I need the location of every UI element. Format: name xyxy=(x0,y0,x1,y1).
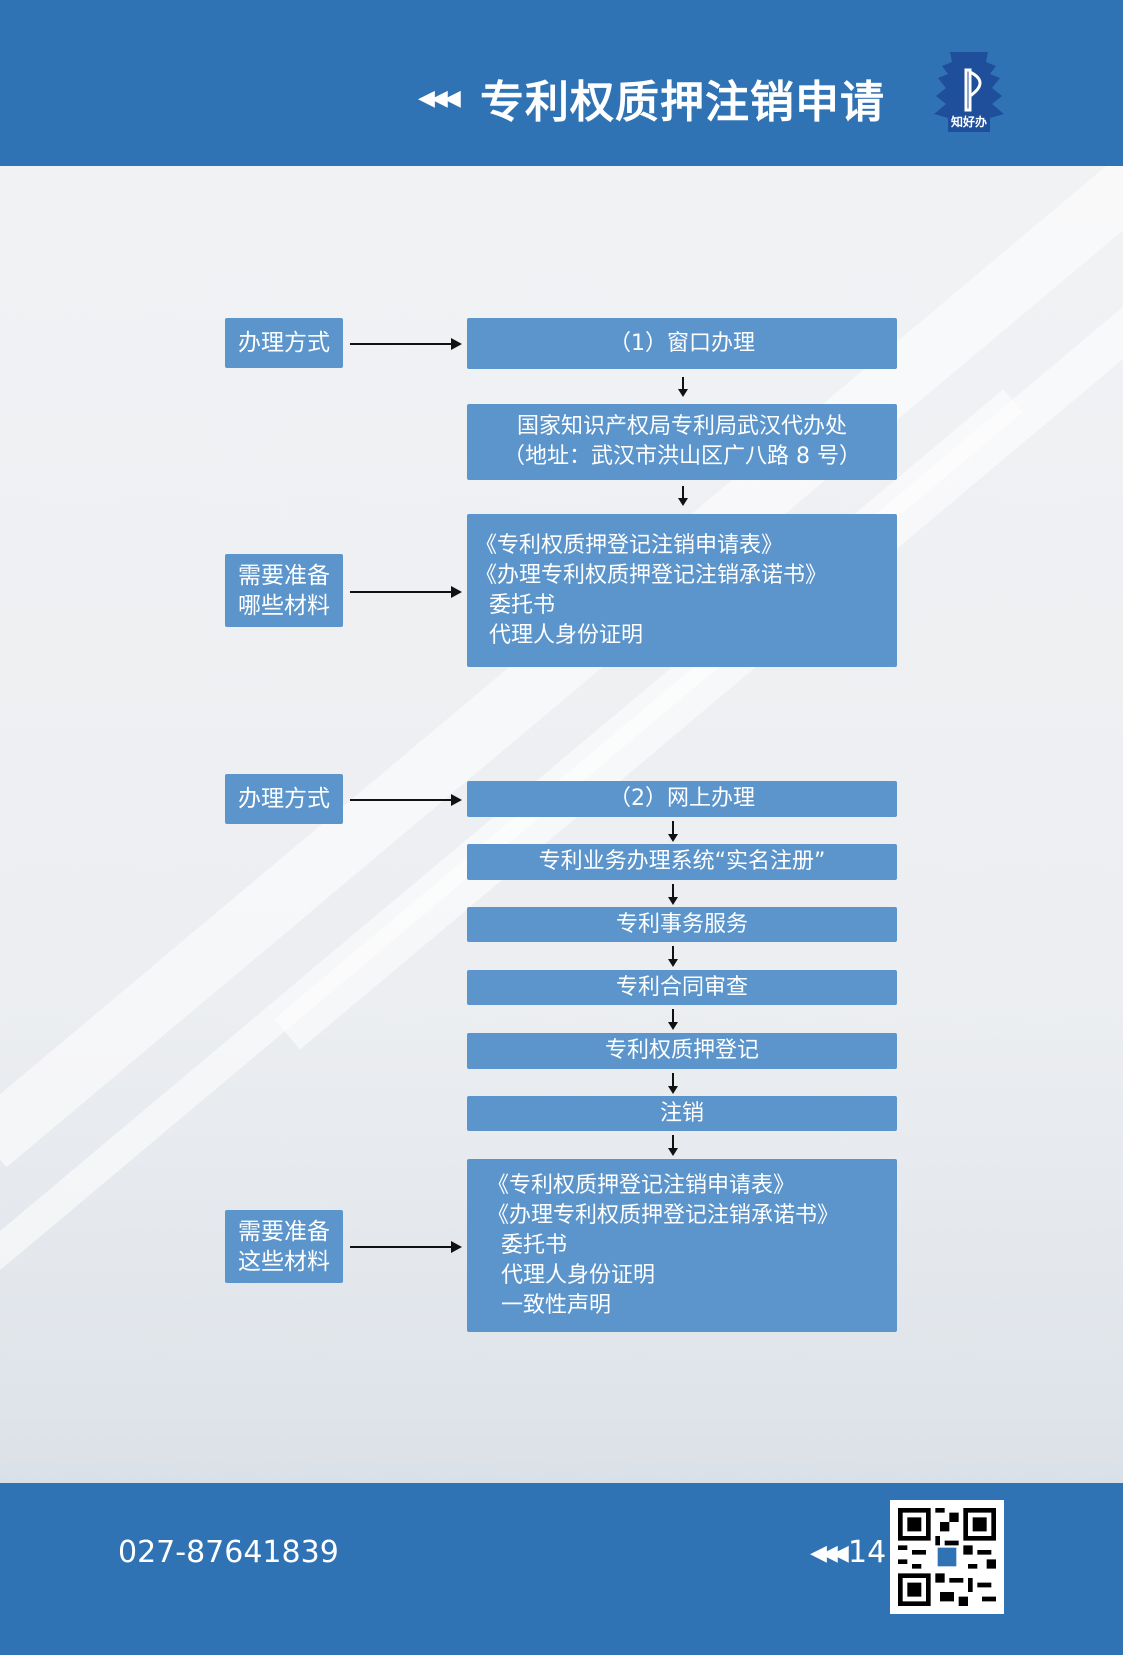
material-item: 一致性声明 xyxy=(487,1292,611,1318)
page-title: 专利权质押注销申请 xyxy=(480,77,885,128)
page-number: 14 xyxy=(848,1535,887,1570)
office-address-line: （地址：武汉市洪山区广八路 8 号） xyxy=(503,444,861,469)
step-3: 专利合同审查 xyxy=(467,970,897,1005)
material-item: 《办理专利权质押登记注销承诺书》 xyxy=(487,1202,840,1228)
qr-code-icon xyxy=(898,1508,996,1606)
materials-list-2: 《专利权质押登记注销申请表》 《办理专利权质押登记注销承诺书》 委托书 代理人身… xyxy=(467,1159,897,1332)
triple-left-arrow-icon: ◀◀◀ xyxy=(418,86,461,111)
footer: 027-87641839 ◀◀◀ 14 xyxy=(0,1483,1123,1655)
material-item: 委托书 xyxy=(475,592,555,618)
material-item: 《办理专利权质押登记注销承诺书》 xyxy=(475,562,828,588)
label-line: 哪些材料 xyxy=(238,592,330,619)
arrow-down-icon xyxy=(668,884,678,905)
method-label-1: 办理方式 xyxy=(225,318,343,368)
step-1: 专利业务办理系统“实名注册” xyxy=(467,844,897,880)
phone-number: 027-87641839 xyxy=(118,1535,339,1570)
material-item: 委托书 xyxy=(487,1232,567,1258)
materials-list-1: 《专利权质押登记注销申请表》 《办理专利权质押登记注销承诺书》 委托书 代理人身… xyxy=(467,514,897,667)
material-item: 《专利权质押登记注销申请表》 xyxy=(487,1172,796,1198)
label-line: 需要准备 xyxy=(238,562,330,589)
arrow-down-icon xyxy=(668,1009,678,1030)
method-label-2: 办理方式 xyxy=(225,774,343,824)
rewind-icon: ◀◀◀ xyxy=(810,1541,849,1566)
svg-text:知好办: 知好办 xyxy=(950,114,987,129)
arrow-down-icon xyxy=(678,486,688,506)
arrow-right-icon xyxy=(350,1241,462,1253)
arrow-right-icon xyxy=(350,794,462,806)
material-item: 代理人身份证明 xyxy=(487,1262,655,1288)
arrow-down-icon xyxy=(668,821,678,842)
arrow-down-icon xyxy=(668,1135,678,1156)
materials-label-2: 需要准备 这些材料 xyxy=(225,1210,343,1283)
office-address: 国家知识产权局专利局武汉代办处 （地址：武汉市洪山区广八路 8 号） xyxy=(467,404,897,480)
arrow-right-icon xyxy=(350,338,462,350)
qr-code xyxy=(890,1500,1004,1614)
materials-label-1: 需要准备 哪些材料 xyxy=(225,554,343,627)
logo-icon: 知好办 xyxy=(934,52,1004,132)
step-2: 专利事务服务 xyxy=(467,907,897,942)
arrow-right-icon xyxy=(350,586,462,598)
method-online: （2）网上办理 xyxy=(467,781,897,817)
material-item: 《专利权质押登记注销申请表》 xyxy=(475,532,784,558)
office-name: 国家知识产权局专利局武汉代办处 xyxy=(516,414,847,439)
material-item: 代理人身份证明 xyxy=(475,622,643,648)
arrow-down-icon xyxy=(678,377,688,397)
label-line: 需要准备 xyxy=(238,1218,330,1245)
header: ◀◀◀ 专利权质押注销申请 知好办 xyxy=(0,0,1123,166)
arrow-down-icon xyxy=(668,946,678,967)
step-4: 专利权质押登记 xyxy=(467,1033,897,1069)
arrow-down-icon xyxy=(668,1073,678,1094)
method-window: （1）窗口办理 xyxy=(467,318,897,369)
step-5: 注销 xyxy=(467,1096,897,1131)
label-line: 这些材料 xyxy=(238,1248,330,1275)
